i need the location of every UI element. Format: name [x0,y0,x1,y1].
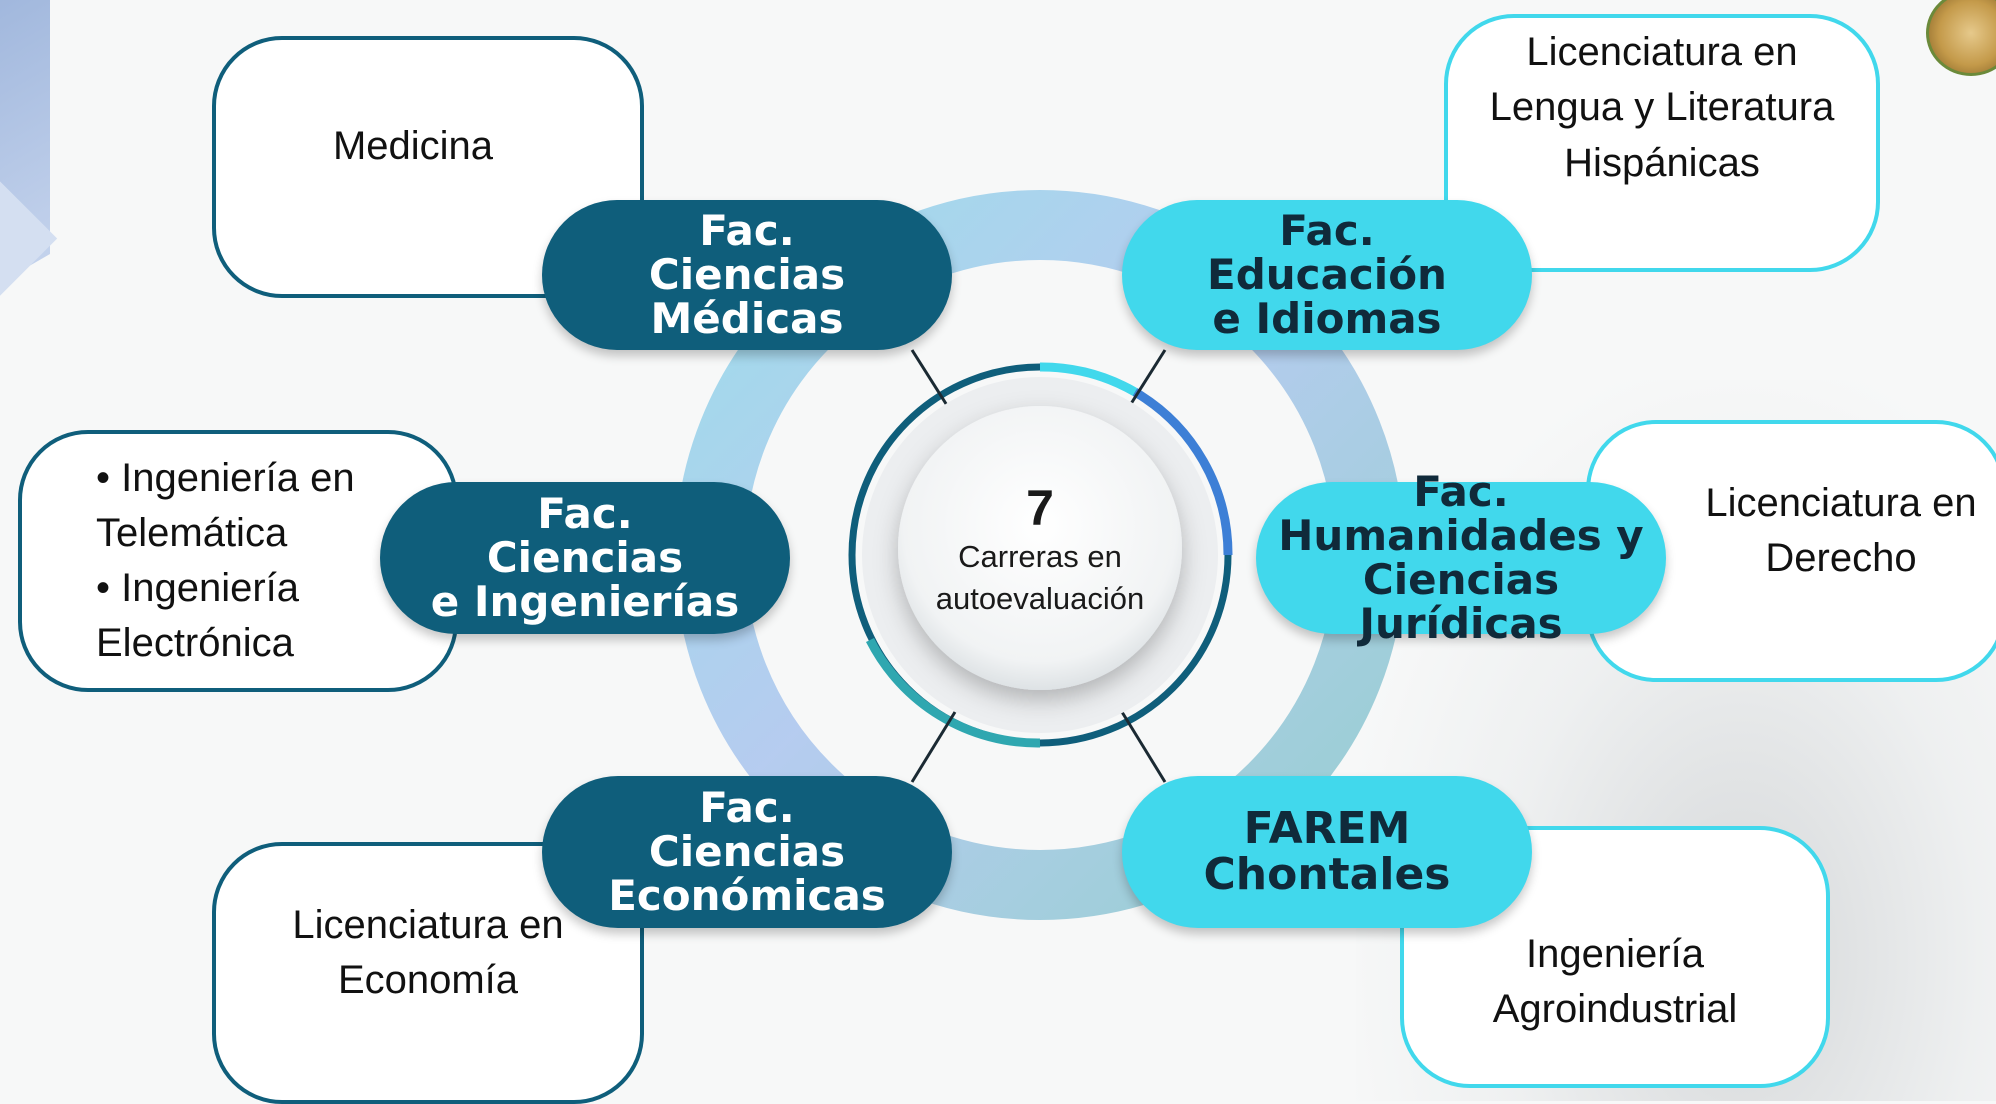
career-list-item: Electrónica [96,621,294,666]
faculty-name: FAREM Chontales [1203,802,1451,900]
career-card-text: Medicina [332,124,494,169]
career-list-item: • Ingeniería en [96,455,355,500]
connector-line [1120,711,1167,783]
career-card-medicas: Medicina [212,36,644,298]
faculty-pill-farem-chontales: FAREM Chontales [1122,776,1532,928]
career-list-item: • Ingeniería [96,566,300,610]
inner-ring-accent-blue [1132,388,1233,556]
career-card-text: Licenciatura en Economía [292,902,564,1002]
career-card-educacion: Licenciatura en Lengua y Literatura Hisp… [1444,14,1880,272]
career-card-text: Ingeniería Agroindustrial [1492,931,1738,1031]
faculty-pill-ciencias-economicas: Fac. Ciencias Económicas [542,776,952,928]
faculty-pill-ciencias-medicas: Fac. Ciencias Médicas [542,200,952,350]
career-count-label: Carreras en autoevaluación [935,538,1145,616]
connector-line [910,711,957,783]
faculty-name: Fac. Humanidades y Ciencias Jurídicas [1278,466,1644,649]
faculty-name: Fac. Ciencias Económicas [608,782,886,921]
career-count: 7 [1026,479,1054,536]
faculty-pill-ciencias-ingenierias: Fac. Ciencias e Ingenierías [380,482,790,634]
career-card-text: Licenciatura en Derecho [1705,480,1977,580]
career-list-item: Telemática [96,510,288,555]
faculty-name: Fac. Ciencias Médicas [648,205,846,344]
career-card-text: Licenciatura en Lengua y Literatura Hisp… [1489,30,1835,185]
faculty-pill-humanidades-juridicas: Fac. Humanidades y Ciencias Jurídicas [1256,469,1666,646]
faculty-name: Fac. Ciencias e Ingenierías [430,488,740,627]
faculty-name: Fac. Educación e Idiomas [1207,205,1447,344]
faculty-pill-educacion-idiomas: Fac. Educación e Idiomas [1122,200,1532,350]
center-disc [898,406,1182,690]
center-summary: 7 Carreras en autoevaluación [900,400,1180,700]
career-list: • Ingeniería en Telemática • Ingeniería … [96,451,355,672]
inner-ring-accent-cyan [1039,362,1138,396]
inner-ring-accent-teal [865,637,1041,748]
